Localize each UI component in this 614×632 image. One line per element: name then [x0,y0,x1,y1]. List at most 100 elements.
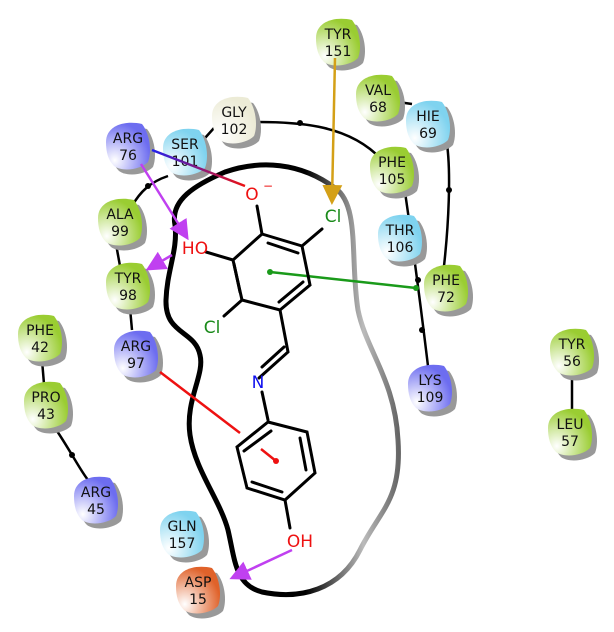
residue-num: 15 [189,592,207,608]
residue-num: 105 [379,172,406,188]
residue-name: PRO [31,390,60,406]
residue-name: GLY [221,105,247,121]
atom-ho: HO [182,239,208,259]
residue-name: PHE [26,323,54,339]
residue-name: VAL [365,83,391,99]
residue-num: 42 [31,340,49,356]
residue-shape [406,100,450,148]
residue-num: 99 [111,224,129,240]
residue-num: 57 [561,434,579,450]
residue-num: 157 [169,536,196,552]
residue-name: ARG [113,131,143,147]
atom-o-minus: O [245,185,258,205]
residue-shape [18,314,62,362]
residue-num: 69 [419,126,437,142]
atom-oh: OH [287,532,313,552]
atom-n: N [252,373,265,393]
residue-num: 45 [87,502,105,518]
residue-name: TYR [558,337,586,353]
residue-name: PHE [432,273,460,289]
residue-name: TYR [114,271,142,287]
salt-bridge-arg76-o [151,148,246,188]
pi-cation-arg97 [159,371,241,434]
residue-shape [163,128,207,176]
charge-minus: − [263,179,273,193]
residue-num: 106 [387,240,414,256]
residue-name: ASP [185,575,212,591]
pi-pi-stacking-phe72 [269,270,417,290]
residue-name: ALA [106,207,134,223]
residue-num: 72 [437,290,455,306]
binding-pocket-outline [163,162,401,597]
chain-gly102-phe105 [257,120,383,161]
residue-name: ARG [81,485,111,501]
residue-name: PHE [378,155,406,171]
residues: TYR151VAL68HIE69GLY102ARG76SER101PHE105A… [18,18,599,619]
atom-cl-top: Cl [325,207,342,227]
residue-shape [378,214,422,262]
residue-shape [176,566,220,614]
chain-hie69-phe72 [442,137,451,267]
residue-shape [212,96,256,144]
chain-pro43-arg45 [53,427,89,481]
pi-cation-ring-center [260,448,277,462]
residue-shape [550,328,594,376]
residue-name: LYS [418,373,441,389]
residue-num: 68 [369,100,387,116]
residue-shape [106,122,150,170]
residue-shape [408,364,452,412]
residue-num: 102 [221,122,248,138]
hbond-arg76-ho [139,163,189,241]
residue-num: 151 [325,44,352,60]
residue-num: 97 [127,356,145,372]
ligand: O − Cl HO Cl N OH [182,179,341,552]
residue-name: HIE [416,109,440,125]
residue-name: ARG [121,339,151,355]
residue-shape [106,262,150,310]
residue-name: THR [385,223,415,239]
residue-shape [316,18,360,66]
residue-shape [160,510,204,558]
residue-name: LEU [557,417,584,433]
hbond-oh-asp15 [229,548,293,580]
residue-num: 76 [119,148,137,164]
residue-ser101: SER101 [163,128,212,181]
residue-shape [98,198,142,246]
residue-shape [356,74,400,122]
residue-name: GLN [167,519,196,535]
residue-shape [548,408,592,456]
residue-num: 56 [563,354,581,370]
residue-name: TYR [324,27,352,43]
residue-shape [74,476,118,524]
atom-cl-bottom: Cl [204,318,221,338]
residue-shape [424,264,468,312]
residue-num: 43 [37,407,55,423]
interactions [139,57,419,580]
halogen-bond-tyr151-cl [322,57,343,205]
residue-num: 109 [417,390,444,406]
hbond-ho-tyr98 [145,251,173,271]
residue-name: SER [171,137,199,153]
chain-ser101-gly102 [204,127,215,139]
chain-phe105-lys109 [403,191,430,367]
residue-shape [370,146,414,194]
residue-shape [114,330,158,378]
